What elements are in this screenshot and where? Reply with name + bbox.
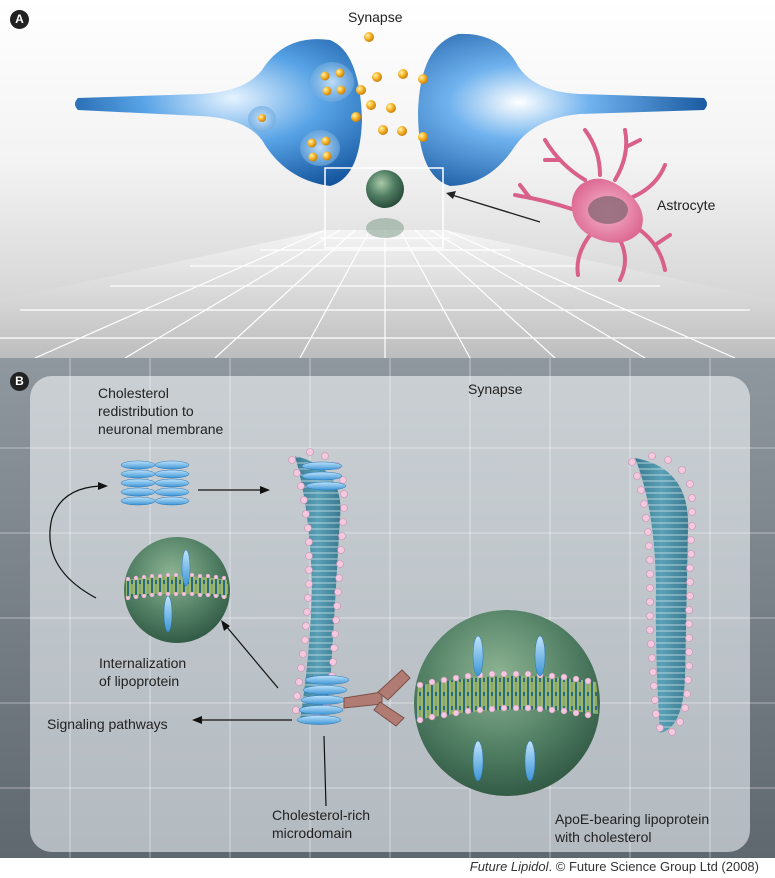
vesicle [300,130,340,166]
astrocyte [513,128,672,282]
astrocyte-nucleus [588,196,628,224]
vesicle [310,62,354,102]
postsynaptic-membrane [628,452,696,736]
astrocyte-label: Astrocyte [657,197,716,213]
panel-a-letter: A [10,10,29,29]
zoom-box [324,167,444,249]
apoe-lipoprotein [414,610,600,796]
lipoprotein-label: ApoE-bearing lipoprotein with cholestero… [555,811,710,845]
apoe-receptor [343,669,411,727]
neuronal-membrane [288,448,350,725]
footer: Future Lipidol. © Future Science Group L… [0,858,775,878]
panel-a: A Synapse Astrocyte [0,0,775,358]
internalization-label: Internalization of lipoprotein [99,655,187,689]
perspective-floor [0,229,775,358]
panel-b-letter: B [10,372,29,391]
recycle-arrow [49,485,101,599]
copyright-text: . © Future Science Group Ltd (2008) [548,859,759,874]
cholesterol-rich-microdomain [296,675,350,725]
panel-b: B Synapse Cholesterol redistribution to … [0,358,775,858]
copyright-credit: Future Lipidol. © Future Science Group L… [470,859,759,874]
microdomain-label: Cholesterol-rich microdomain [272,807,371,841]
astrocyte-arrow [446,191,541,223]
journal-name: Future Lipidol [469,859,549,874]
grid-lines [0,358,775,858]
neurotransmitters [351,32,428,142]
synapse-label-b: Synapse [468,381,523,397]
synapse-label-a: Synapse [348,9,403,25]
internalization-arrow [225,625,279,689]
panel-b-illustration [0,358,775,858]
microdomain-pointer [323,735,327,807]
redistribution-label: Cholesterol redistribution to neuronal m… [98,385,224,437]
cholesterol-stack [120,460,190,506]
pathway-arrows [49,485,327,807]
panel-a-illustration [0,32,775,358]
presynaptic-neuron [75,39,362,187]
signaling-label: Signaling pathways [47,716,168,732]
lipoprotein-particle [366,170,404,238]
internalized-lipoprotein [124,537,230,643]
postsynaptic-neuron [418,33,707,187]
